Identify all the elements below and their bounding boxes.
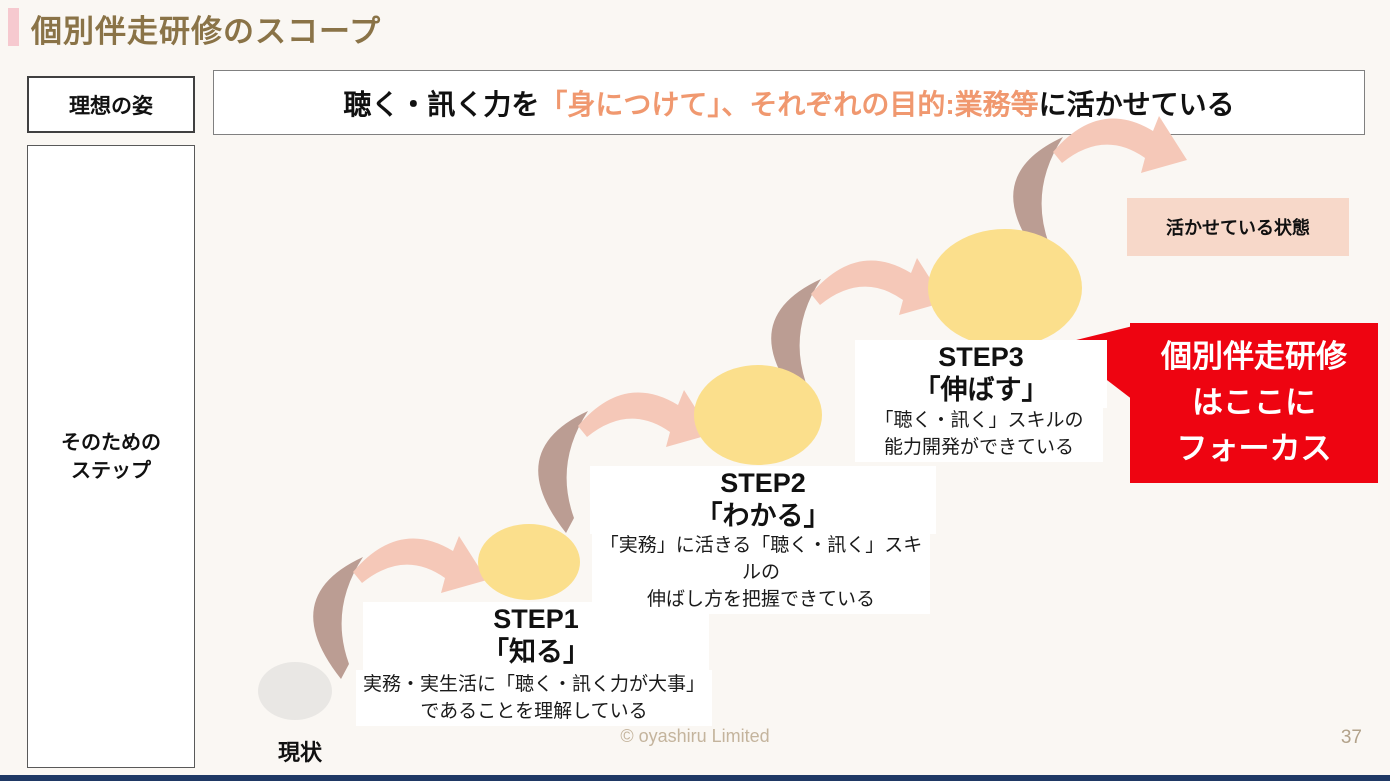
step3-name: 「伸ばす」 [913,375,1049,405]
current-state-ellipse [258,662,332,720]
step2-name: 「わかる」 [695,501,831,531]
ideal-headline-box: 聴く・訊く力を「身につけて」、それぞれの目的:業務等に活かせている [213,70,1365,135]
step1-ellipse [478,524,580,600]
current-state-label: 現状 [277,740,322,765]
step3-description: 「聴く・訊く」スキルの 能力開発ができている [855,406,1103,462]
step3-title: STEP3 「伸ばす」 [855,340,1107,408]
page-number: 37 [1340,727,1362,748]
ideal-state-label: 理想の姿 [69,94,153,118]
step1-description: 実務・実生活に「聴く・訊く力が大事」 であることを理解している [356,670,712,726]
goal-state-label: 活かせている状態 [1166,218,1310,238]
steps-panel-label: そのための ステップ [61,431,161,482]
headline-segment-2-highlight: 「身につけて」、それぞれの目的:業務等 [539,88,1039,120]
focus-callout-text: 個別伴走研修 はここに フォーカス [1161,339,1347,466]
step3-id: STEP3 [938,342,1024,372]
focus-callout-box: 個別伴走研修 はここに フォーカス [1130,323,1378,483]
headline-segment-3: に活かせている [1038,88,1235,120]
step2-id: STEP2 [720,468,806,498]
steps-panel-box: そのための ステップ [27,145,195,768]
goal-state-box: 活かせている状態 [1127,198,1349,256]
bottom-bar [0,775,1390,781]
headline-segment-1: 聴く・訊く力を [343,88,540,120]
step1-name: 「知る」 [482,637,590,667]
step3-ellipse [928,229,1082,347]
page-title: 個別伴走研修のスコープ [31,14,382,49]
footer-copyright: © oyashiru Limited [620,726,770,746]
title-accent-bar [8,8,19,46]
step2-description: 「実務」に活きる「聴く・訊く」スキルの 伸ばし方を把握できている [592,531,930,614]
ideal-state-label-box: 理想の姿 [27,76,195,133]
step2-ellipse [694,365,822,465]
step1-id: STEP1 [493,604,579,634]
step2-title: STEP2 「わかる」 [590,466,936,534]
